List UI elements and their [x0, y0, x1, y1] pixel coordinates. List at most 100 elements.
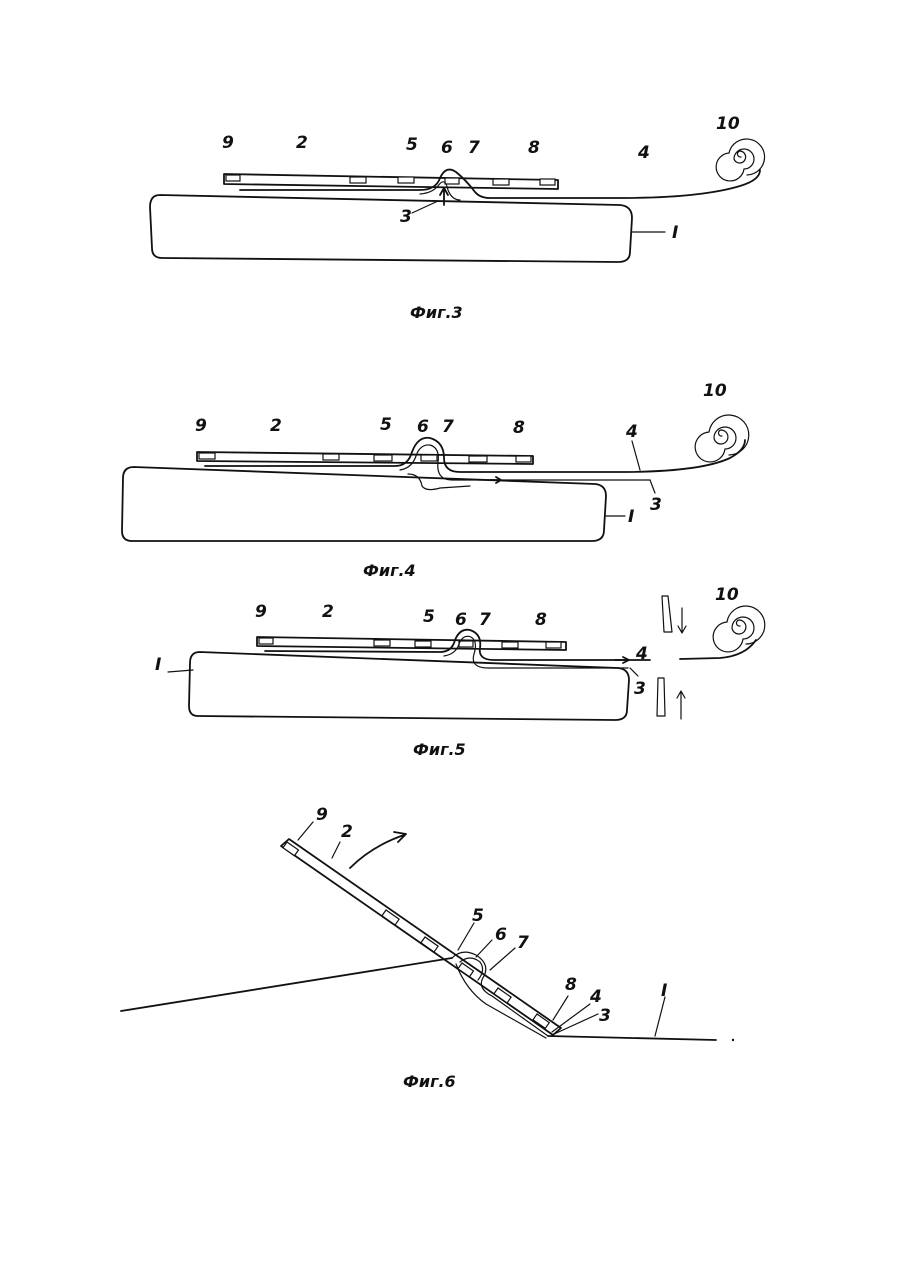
fig6-label-4: 4 [589, 987, 602, 1007]
fig4-label-5: 5 [380, 415, 392, 435]
fig3-base-body [150, 195, 632, 262]
fig4-leader-3 [650, 480, 655, 493]
fig4-block-6 [421, 455, 437, 461]
figure-3: 9 2 5 6 7 8 4 10 3 I Фиг.3 [150, 114, 765, 322]
fig6-leader-3 [552, 1014, 598, 1035]
fig3-leader-3 [412, 201, 438, 213]
fig5-label-7: 7 [479, 610, 491, 630]
fig4-film-3b [408, 474, 470, 490]
fig3-block-9 [226, 175, 240, 181]
fig3-label-2: 2 [296, 133, 308, 153]
fig5-knife-top-arrow [678, 608, 686, 633]
fig6-leader-1 [655, 997, 665, 1036]
fig5-caption: Фиг.5 [413, 740, 466, 759]
fig6-leader-5 [458, 923, 474, 950]
fig6-label-6: 6 [495, 925, 507, 945]
fig4-label-8: 8 [513, 418, 525, 438]
fig6-right-surface [548, 1036, 716, 1040]
fig5-label-2: 2 [322, 602, 334, 622]
fig5-block [415, 641, 431, 647]
fig5-label-6: 6 [455, 610, 467, 630]
fig4-block-9 [199, 453, 215, 459]
fig4-label-4: 4 [625, 422, 638, 442]
fig5-block-8 [546, 642, 561, 648]
fig4-block [323, 454, 339, 460]
fig6-leader-2 [332, 842, 340, 858]
fig4-label-10: 10 [703, 381, 727, 401]
fig6-left-surface [121, 958, 452, 1011]
fig3-label-8: 8 [528, 138, 540, 158]
fig3-label-5: 5 [406, 135, 418, 155]
fig5-base-body [189, 652, 629, 720]
fig4-base-body [122, 467, 606, 541]
fig3-block [493, 179, 509, 185]
fig3-caption: Фиг.3 [410, 303, 463, 322]
fig6-caption: Фиг.6 [403, 1072, 456, 1091]
fig6-dot [732, 1039, 734, 1041]
fig6-leader-8 [553, 996, 568, 1020]
fig5-block-9 [259, 638, 273, 644]
fig5-block-6 [459, 641, 473, 647]
fig5-leader-3 [630, 668, 638, 676]
fig3-block [398, 177, 414, 183]
fig4-label-3: 3 [650, 495, 662, 515]
fig4-block-8 [516, 456, 531, 462]
fig5-label-1: I [155, 655, 161, 675]
fig5-film-cut-right [680, 640, 756, 659]
fig3-label-1: I [672, 223, 678, 243]
fig6-label-9: 9 [316, 805, 328, 825]
fig5-block [502, 642, 518, 648]
fig3-label-3: 3 [400, 207, 412, 227]
fig4-label-9: 9 [195, 416, 207, 436]
fig4-leader-4 [632, 441, 640, 470]
fig3-block-8 [540, 179, 555, 185]
fig6-leader-7 [490, 948, 515, 970]
fig3-roll-10 [716, 139, 764, 181]
fig3-label-6: 6 [441, 138, 453, 158]
fig5-arrow [615, 657, 629, 663]
fig5-block [374, 640, 390, 646]
fig4-roll-10 [695, 415, 749, 462]
fig5-knife-top [662, 596, 672, 632]
fig5-knife-bottom [657, 678, 665, 716]
fig6-leader-4 [552, 1004, 590, 1032]
fig5-label-4: 4 [635, 644, 648, 664]
fig5-knife-bottom-arrow [677, 691, 685, 719]
fig6-label-3: 3 [599, 1006, 611, 1026]
fig3-label-4: 4 [637, 143, 650, 163]
fig4-block [374, 455, 392, 461]
fig5-film-4 [265, 630, 650, 660]
fig5-strip [257, 637, 566, 650]
fig4-arrow [490, 477, 501, 483]
figure-6: 9 2 5 6 7 8 4 3 I Фиг.6 [121, 805, 734, 1091]
fig6-rotation-arrow [350, 832, 406, 868]
fig6-label-2: 2 [341, 822, 353, 842]
fig3-block [350, 177, 366, 183]
fig4-caption: Фиг.4 [363, 561, 416, 580]
fig6-label-1: I [661, 981, 667, 1001]
fig4-label-1: I [628, 507, 634, 527]
fig3-block-6 [445, 178, 459, 184]
fig5-label-10: 10 [715, 585, 739, 605]
fig6-leader-6 [476, 940, 492, 957]
fig6-label-5: 5 [472, 906, 484, 926]
fig5-label-5: 5 [423, 607, 435, 627]
fig6-label-8: 8 [565, 975, 577, 995]
figure-4: 9 2 5 6 7 8 4 10 3 I Фиг.4 [122, 381, 749, 580]
fig3-label-7: 7 [468, 138, 480, 158]
fig4-label-6: 6 [417, 417, 429, 437]
fig6-leader-9 [298, 822, 313, 840]
fig3-label-10: 10 [716, 114, 740, 134]
fig4-label-2: 2 [270, 416, 282, 436]
fig4-label-7: 7 [442, 417, 454, 437]
figure-5: 9 2 5 6 7 8 4 10 3 I Фиг.5 [155, 585, 765, 759]
fig3-arrow [440, 188, 448, 205]
fig4-block [469, 456, 487, 462]
fig5-label-3: 3 [634, 679, 646, 699]
fig6-label-7: 7 [517, 933, 529, 953]
fig5-label-9: 9 [255, 602, 267, 622]
fig5-roll-10 [713, 606, 765, 652]
fig3-label-9: 9 [222, 133, 234, 153]
fig5-label-8: 8 [535, 610, 547, 630]
